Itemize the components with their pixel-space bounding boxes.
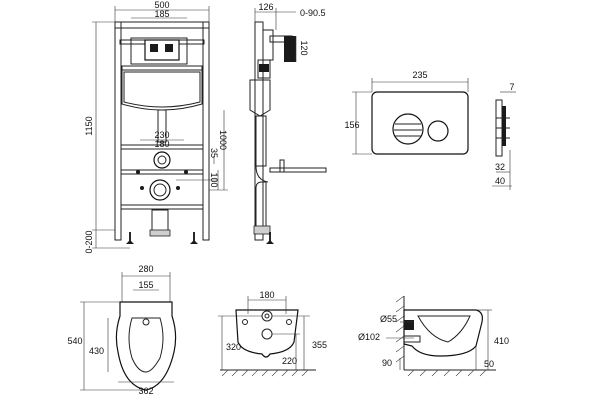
dim-1150: 1150 <box>84 116 94 135</box>
dim-35: 35 <box>209 148 219 158</box>
dim-32: 32 <box>495 162 505 172</box>
bowl-top-view: 280 155 540 430 362 <box>67 264 177 396</box>
dim-126: 126 <box>258 2 273 12</box>
dim-320: 320 <box>226 342 241 352</box>
bowl-front-view: 180 320 355 220 <box>218 290 327 377</box>
dim-230: 230 <box>154 130 169 140</box>
dim-40: 40 <box>495 176 505 186</box>
dim-155: 155 <box>138 280 153 290</box>
dim-90: 90 <box>382 358 392 368</box>
bowl-side-view: Ø55 Ø102 410 90 50 <box>358 295 509 377</box>
dim-410: 410 <box>494 336 509 346</box>
dim-dia-55: Ø55 <box>380 314 397 324</box>
dim-156: 156 <box>344 120 359 130</box>
dim-500: 500 <box>154 0 169 10</box>
dim-355: 355 <box>312 340 327 350</box>
frame-side-view: 126 0-90.5 120 <box>249 2 327 244</box>
dim-180: 180 <box>154 139 169 149</box>
dim-280: 280 <box>138 264 153 274</box>
dim-180-front: 180 <box>259 290 274 300</box>
dim-0-90-5: 0-90.5 <box>300 8 326 18</box>
dim-dia-102: Ø102 <box>358 332 380 342</box>
dim-185: 185 <box>154 9 169 19</box>
flush-plate-front: 235 156 <box>344 70 469 155</box>
flush-plate-side: 7 32 40 <box>492 82 516 190</box>
dim-220: 220 <box>282 356 297 366</box>
dim-7: 7 <box>509 82 514 92</box>
dim-235: 235 <box>412 70 427 80</box>
dim-430: 430 <box>89 346 104 356</box>
dim-540: 540 <box>67 336 82 346</box>
dim-0-200: 0-200 <box>84 230 94 253</box>
frame-front-view: 500 185 1150 0-200 230 180 1000 35 100 <box>84 0 228 254</box>
dim-50: 50 <box>484 359 494 369</box>
dim-1000: 1000 <box>218 130 228 150</box>
dim-362: 362 <box>138 386 153 396</box>
dim-100: 100 <box>209 172 219 187</box>
dim-120: 120 <box>299 40 309 55</box>
